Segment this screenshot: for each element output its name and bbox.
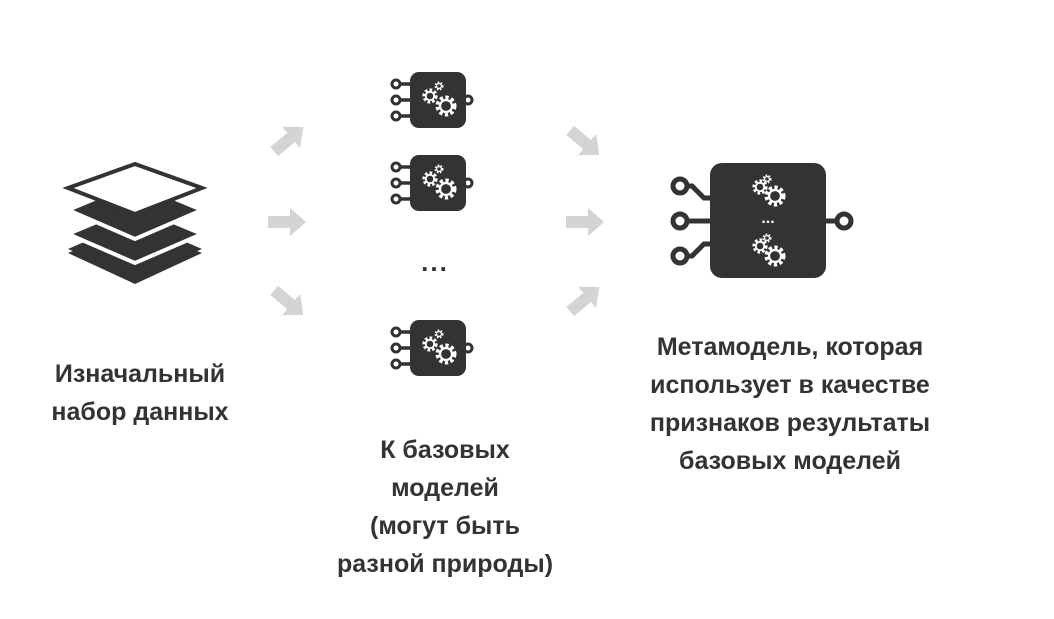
dataset-caption-line: Изначальный — [54, 360, 226, 388]
model-chip-icon — [392, 155, 472, 211]
meta-model-caption-line: Метамодель, которая — [656, 333, 924, 361]
base-models-caption-line: разной природы) — [336, 550, 554, 578]
meta-model-chip-icon — [670, 163, 854, 278]
base-models-caption-line: (могут быть — [370, 512, 520, 540]
dataset-caption-line: набор данных — [51, 398, 229, 426]
meta-model-caption-line: использует в качестве — [650, 371, 930, 399]
meta-model-caption: Метамодель, которая использует в качеств… — [600, 328, 980, 480]
dataset-caption: Изначальный набор данных — [20, 355, 260, 431]
stacked-layers-icon — [62, 161, 208, 284]
base-models-caption-line: К базовых — [380, 436, 510, 464]
base-models-ellipsis: ... — [421, 247, 449, 277]
base-models-caption-line: моделей — [391, 474, 499, 502]
base-models-caption: К базовых моделей (могут быть разной при… — [290, 431, 600, 583]
model-chip-icon — [392, 72, 472, 128]
meta-model-caption-line: базовых моделей — [679, 447, 901, 475]
arrows-to-base-models — [268, 126, 306, 316]
arrows-to-meta-model — [566, 125, 604, 317]
meta-model-inner-ellipsis: ... — [761, 210, 774, 227]
meta-model-caption-line: признаков результаты — [649, 409, 931, 437]
model-chip-icon — [392, 320, 472, 376]
